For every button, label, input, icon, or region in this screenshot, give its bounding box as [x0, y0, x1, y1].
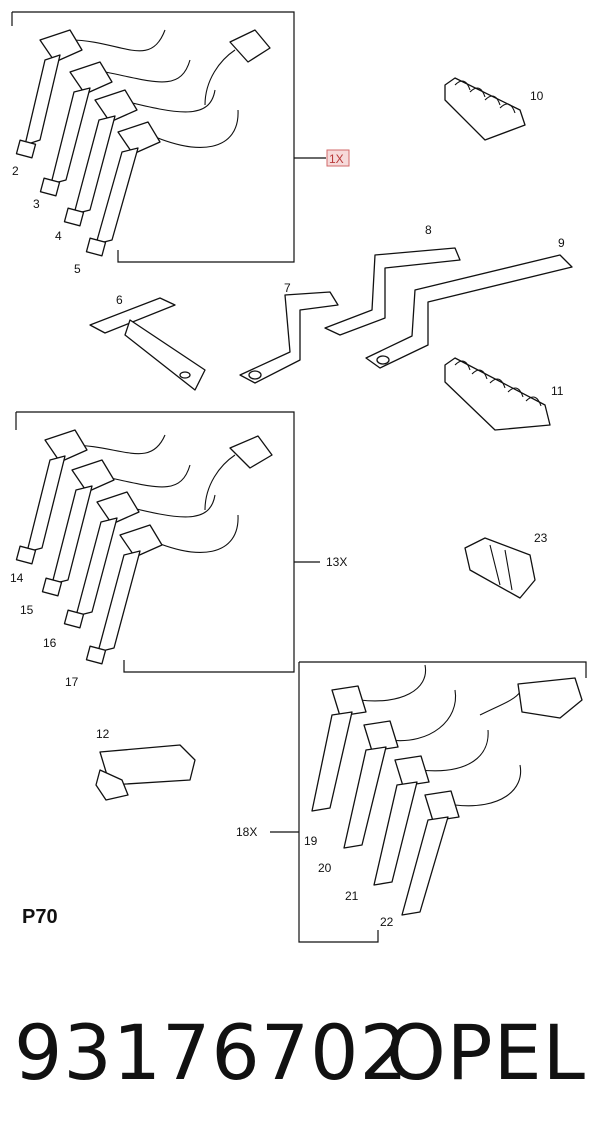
callout-1x: 1X: [329, 152, 344, 166]
callout-8: 8: [425, 223, 432, 237]
boot-5: [85, 121, 161, 257]
callout-10: 10: [530, 89, 544, 103]
bracket-7: 7: [239, 281, 339, 384]
callout-19: 19: [304, 834, 318, 848]
callout-12: 12: [96, 727, 110, 741]
callout-2: 2: [12, 164, 19, 178]
boot-14: [15, 429, 88, 565]
ignition-lead-set-group-3: 18X 19 20 21 22: [236, 661, 587, 943]
clip-10: 10: [444, 77, 544, 141]
callout-14: 14: [10, 571, 24, 585]
boot-22: [401, 790, 460, 916]
part-number: 93176702: [14, 1008, 409, 1097]
boot-19: [311, 685, 367, 812]
callout-18x: 18X: [236, 825, 257, 839]
boot-20: [343, 720, 399, 849]
ignition-lead-set-group-2: 14 15 16 17 13X: [10, 411, 347, 689]
callout-9: 9: [558, 236, 565, 250]
page-code: P70: [22, 906, 58, 928]
callout-11: 11: [551, 384, 564, 398]
bracket-9: 9: [365, 236, 573, 369]
boot-17: [85, 524, 163, 665]
boot-21: [373, 755, 430, 886]
callout-7: 7: [284, 281, 291, 295]
clip-23: 23: [464, 531, 548, 599]
boot-15: [41, 459, 115, 597]
coil-connector-12: 12: [95, 727, 196, 801]
bracket-6: 6: [89, 293, 206, 391]
callout-22: 22: [380, 915, 394, 929]
parts-diagram: 2 3 4 5 1X 6 7 8 9 10 11: [10, 11, 587, 943]
callout-1x-highlight[interactable]: 1X: [326, 149, 350, 167]
callout-21: 21: [345, 889, 359, 903]
boot-16: [63, 491, 140, 629]
callout-15: 15: [20, 603, 34, 617]
callout-4: 4: [55, 229, 62, 243]
bracket-8: 8: [324, 223, 461, 336]
callout-13x: 13X: [326, 555, 347, 569]
callout-17: 17: [65, 675, 79, 689]
callout-6: 6: [116, 293, 123, 307]
boot-3: [39, 61, 113, 197]
brand-name: OPEL: [385, 1008, 586, 1097]
clip-11: 11: [444, 357, 564, 431]
boot-2: [15, 29, 83, 159]
callout-5: 5: [74, 262, 81, 276]
boot-4: [63, 89, 138, 227]
callout-3: 3: [33, 197, 40, 211]
callout-23: 23: [534, 531, 548, 545]
ignition-lead-set-group-1: 2 3 4 5 1X: [11, 11, 350, 276]
callout-16: 16: [43, 636, 57, 650]
callout-20: 20: [318, 861, 332, 875]
